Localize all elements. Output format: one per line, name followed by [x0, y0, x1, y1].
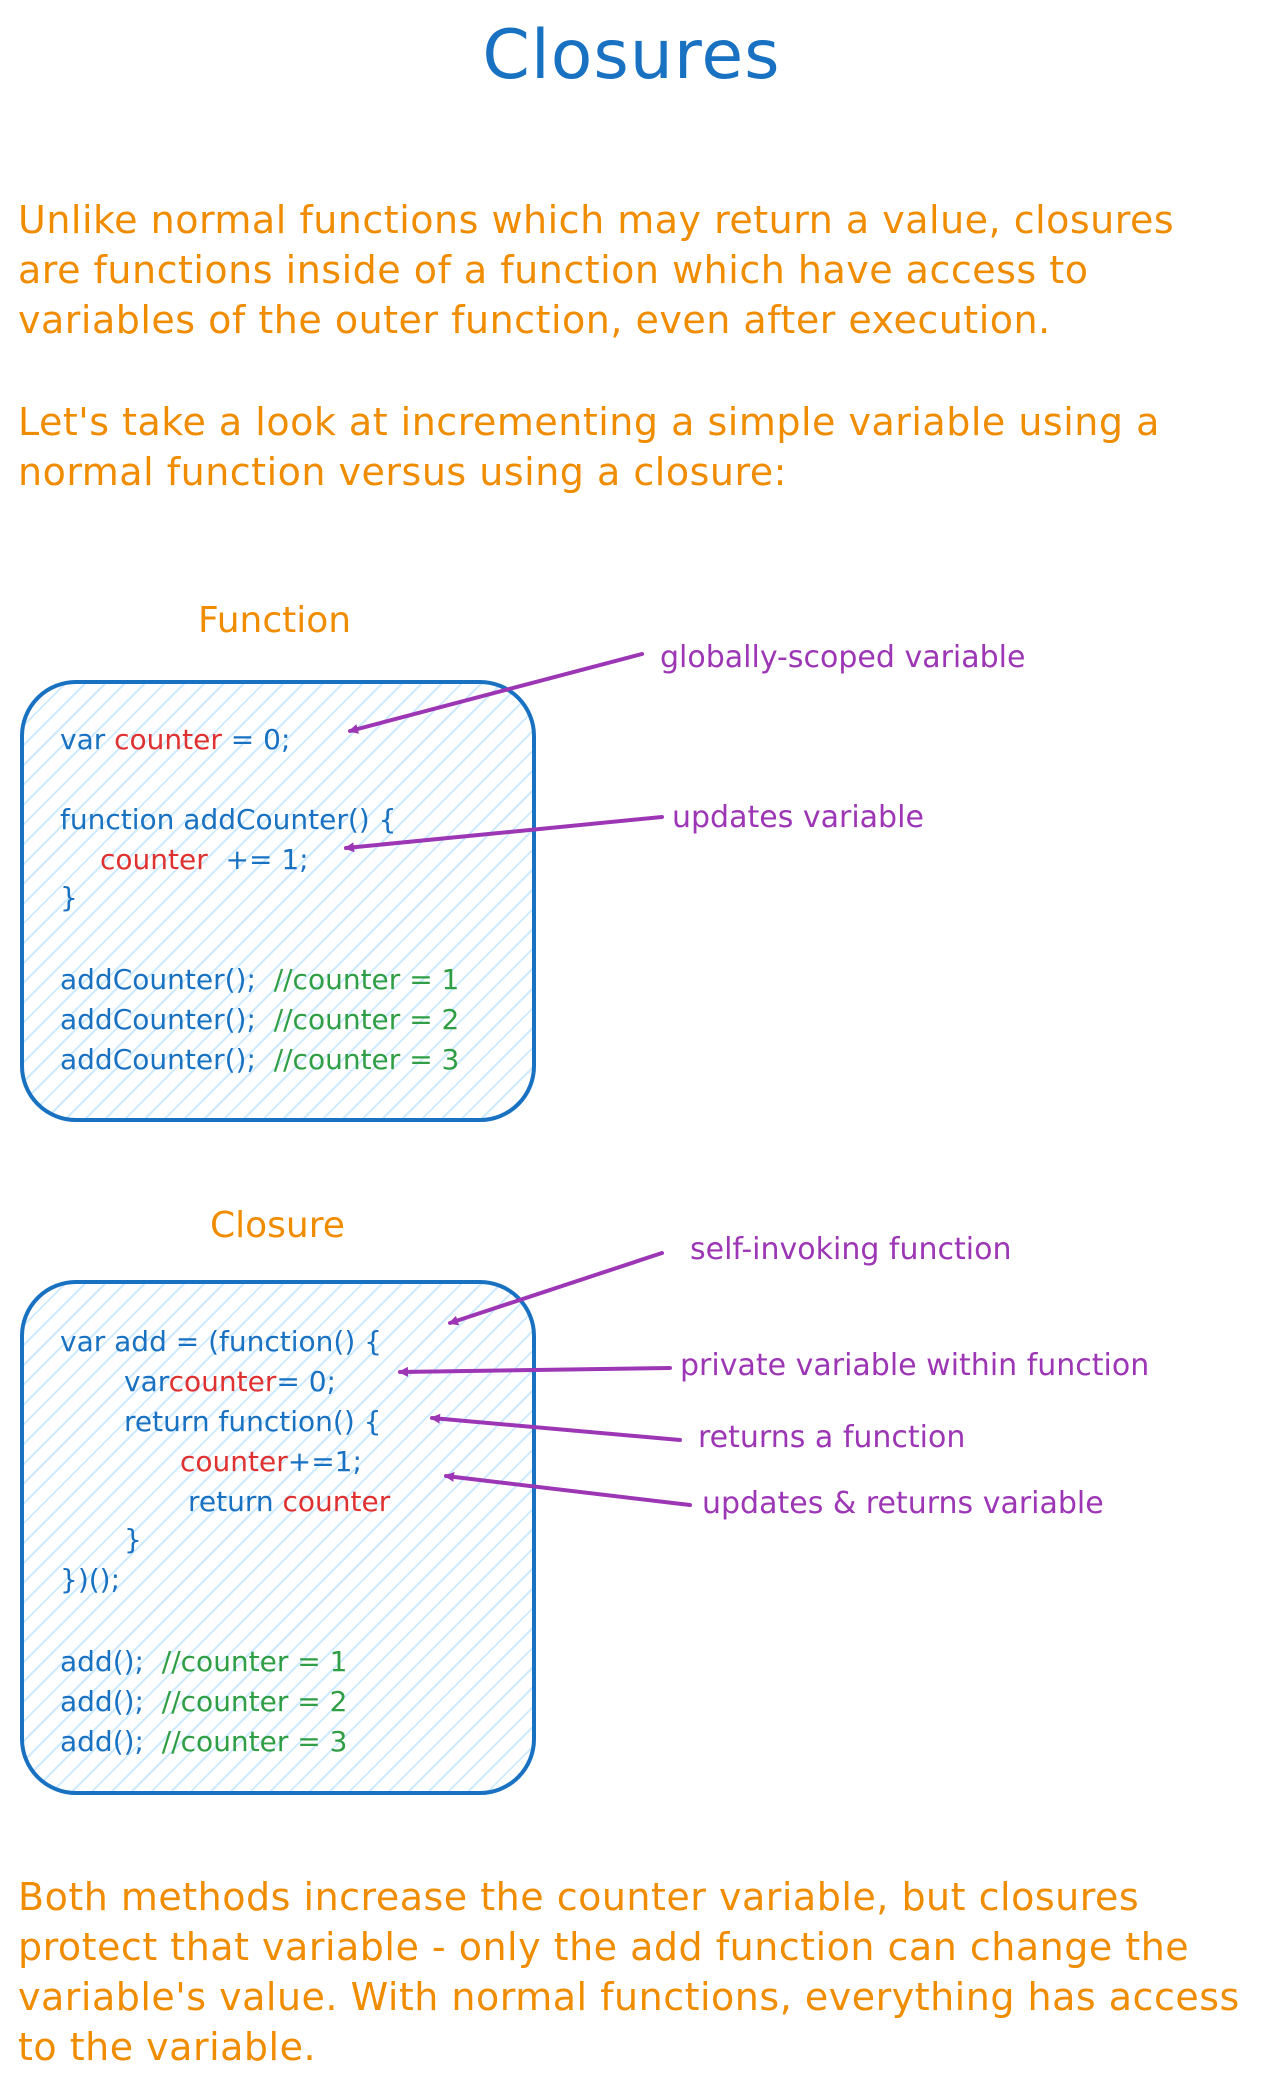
code-text: = 0;: [276, 1365, 336, 1398]
code-variable: counter: [100, 843, 208, 876]
annotation-global-variable: globally-scoped variable: [660, 640, 1026, 675]
conclusion-line: variable's value. With normal functions,…: [18, 1975, 1240, 2019]
code-comment: //counter = 1: [273, 963, 460, 996]
code-line: addCounter(); //counter = 2: [60, 1000, 459, 1040]
function-section-label: Function: [198, 600, 352, 641]
annotation-updates-returns: updates & returns variable: [702, 1486, 1104, 1521]
code-line: })();: [60, 1563, 121, 1596]
conclusion-line: protect that variable - only the add fun…: [18, 1925, 1190, 1969]
code-line: return function() {: [124, 1405, 382, 1438]
code-keyword: return: [188, 1485, 283, 1518]
code-line: counter+=1;: [180, 1442, 362, 1482]
code-call: addCounter();: [60, 1003, 274, 1036]
code-line: }: [124, 1523, 142, 1556]
code-line: add(); //counter = 3: [60, 1722, 347, 1762]
code-line: return counter: [188, 1482, 390, 1522]
intro-paragraph: Unlike normal functions which may return…: [18, 195, 1248, 345]
code-variable: counter: [282, 1485, 391, 1518]
conclusion-line: Both methods increase the counter variab…: [18, 1875, 1140, 1919]
lead-paragraph: Let's take a look at incrementing a simp…: [18, 397, 1248, 497]
code-call: add();: [60, 1725, 162, 1758]
intro-line: variables of the outer function, even af…: [18, 298, 1051, 342]
code-text: += 1;: [207, 843, 309, 876]
code-line: addCounter(); //counter = 1: [60, 960, 459, 1000]
code-line: add(); //counter = 2: [60, 1682, 347, 1722]
annotation-updates-variable: updates variable: [672, 800, 924, 835]
closure-code-box: [20, 1280, 536, 1795]
code-call: addCounter();: [60, 1043, 274, 1076]
conclusion-paragraph: Both methods increase the counter variab…: [18, 1872, 1248, 2072]
conclusion-line: to the variable.: [18, 2025, 317, 2069]
code-keyword: var: [124, 1365, 169, 1398]
arrow-returns-function: [430, 1413, 682, 1442]
code-line: function addCounter() {: [60, 803, 397, 836]
code-comment: //counter = 1: [161, 1645, 348, 1678]
page-title: Closures: [482, 16, 781, 95]
code-variable: counter: [168, 1365, 277, 1398]
intro-line: are functions inside of a function which…: [18, 248, 1089, 292]
code-text: +=1;: [287, 1445, 362, 1478]
lead-line: normal function versus using a closure:: [18, 450, 787, 494]
code-line: add(); //counter = 1: [60, 1642, 347, 1682]
annotation-self-invoking: self-invoking function: [690, 1232, 1012, 1267]
code-line: counter += 1;: [100, 840, 309, 880]
code-line: varcounter= 0;: [124, 1362, 336, 1402]
lead-line: Let's take a look at incrementing a simp…: [18, 400, 1160, 444]
code-text: = 0;: [221, 723, 291, 756]
annotation-private-variable: private variable within function: [680, 1348, 1150, 1383]
arrow-updates-variable: [344, 815, 664, 853]
arrow-self-invoking: [448, 1251, 664, 1326]
code-comment: //counter = 2: [161, 1685, 348, 1718]
code-comment: //counter = 3: [161, 1725, 348, 1758]
code-variable: counter: [180, 1445, 288, 1478]
code-line: var counter = 0;: [60, 720, 290, 760]
code-line: }: [60, 881, 78, 914]
code-call: add();: [60, 1645, 162, 1678]
code-variable: counter: [114, 723, 222, 756]
code-comment: //counter = 2: [273, 1003, 460, 1036]
arrow-private-variable: [398, 1366, 672, 1377]
code-line: addCounter(); //counter = 3: [60, 1040, 459, 1080]
closure-section-label: Closure: [210, 1205, 345, 1246]
code-call: addCounter();: [60, 963, 274, 996]
code-call: add();: [60, 1685, 162, 1718]
intro-line: Unlike normal functions which may return…: [18, 198, 1175, 242]
arrow-global-variable: [348, 652, 644, 734]
annotation-returns-function: returns a function: [698, 1420, 966, 1455]
code-line: var add = (function() {: [60, 1325, 382, 1358]
function-code-box: [20, 680, 536, 1122]
arrow-updates-returns: [444, 1471, 692, 1507]
code-comment: //counter = 3: [273, 1043, 460, 1076]
code-keyword: var: [60, 723, 115, 756]
